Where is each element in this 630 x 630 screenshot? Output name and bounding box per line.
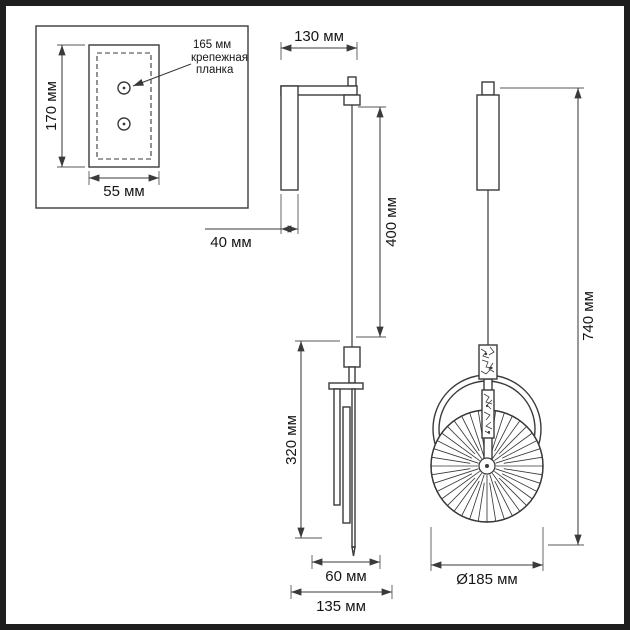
- crackle-dot: [487, 430, 491, 434]
- mounting-hole-bottom-center: [122, 122, 126, 126]
- dim-label-overall-height: 740 мм: [580, 291, 597, 341]
- dim-label-overall-width: 135 мм: [316, 598, 366, 615]
- inset-box: [35, 25, 249, 209]
- mounting-plate-dashed-outline: [96, 52, 152, 160]
- crackle-texture-lower: [481, 389, 495, 439]
- mounting-plate-outline: [88, 44, 160, 168]
- dim-label-body-height: 320 мм: [283, 415, 300, 465]
- dim-label-plate-offset: 40 мм: [210, 234, 251, 251]
- crackle-pattern: [480, 346, 495, 375]
- crackle-dot: [485, 404, 489, 408]
- dim-label-plate-height: 170 мм: [43, 81, 60, 131]
- dim-label-cable-length: 400 мм: [383, 197, 400, 247]
- lamp-rod-tip: [351, 546, 356, 557]
- dim-label-plate-width: 55 мм: [103, 183, 144, 200]
- dim-label-hole-spacing: 165 мм: [193, 39, 231, 51]
- mounting-hole-top: [117, 81, 131, 95]
- crackle-texture-upper: [478, 344, 498, 380]
- mounting-hole-bottom: [117, 117, 131, 131]
- lamp-front-view: 740 мм Ø185 мм: [430, 81, 597, 588]
- lamp-stem: [348, 366, 356, 384]
- crackle-dot: [489, 366, 493, 370]
- cable-grip-knob: [347, 76, 357, 87]
- lamp-rod: [351, 388, 356, 548]
- mounting-plate-inset: 170 мм 55 мм 165 мм крепежная планка: [35, 25, 249, 209]
- cable-fitting: [343, 94, 361, 106]
- dim-label-arm-width: 130 мм: [294, 28, 344, 45]
- dim-label-body-width: 60 мм: [325, 568, 366, 585]
- lamp-mount-bar: [328, 382, 364, 390]
- bracket-wall-plate: [280, 85, 299, 191]
- plate-callout-line1: крепежная: [191, 52, 248, 64]
- lamp-canopy: [343, 346, 361, 368]
- lamp-side-view: 130 мм 400 мм 40 мм 320 мм: [205, 28, 400, 615]
- dim-label-shade-diameter: Ø185 мм: [456, 571, 518, 588]
- shade-hub-center: [485, 464, 489, 468]
- mounting-hole-top-center: [122, 86, 126, 90]
- callout-leader-line: [132, 63, 192, 87]
- cable-grip-knob: [481, 81, 495, 96]
- crackle-dot: [484, 352, 488, 356]
- ring-edge-profile: [333, 388, 341, 506]
- plate-callout-line2: планка: [196, 64, 234, 76]
- bracket-wall-plate-front: [476, 94, 500, 191]
- shade-edge-profile: [342, 406, 351, 524]
